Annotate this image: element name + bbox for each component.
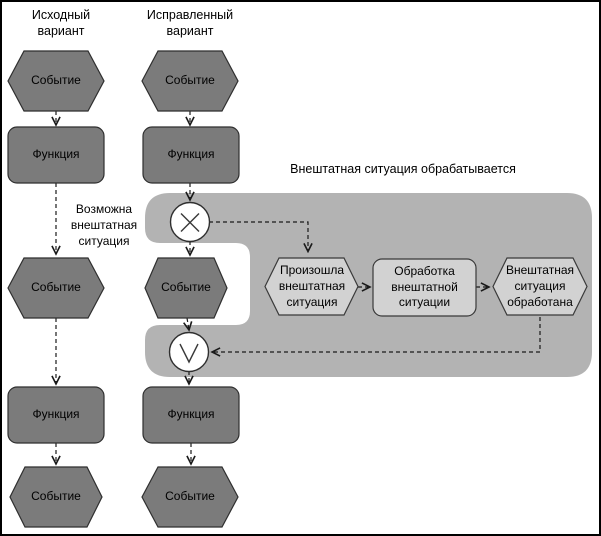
left-event3-label: Событие xyxy=(31,489,81,504)
connector-event2-or xyxy=(187,317,189,330)
left-function1-label: Функция xyxy=(32,147,80,162)
right-function2-box xyxy=(142,386,240,444)
right-function2-label: Функция xyxy=(167,407,215,422)
left-function1-box xyxy=(7,126,105,184)
exception-function-box xyxy=(372,258,477,317)
exception-function-label: Обработка внештатной ситуации xyxy=(391,263,458,310)
left-column-header: Исходный вариант xyxy=(31,7,91,39)
connector-exception-return-or xyxy=(212,317,541,352)
left-annotation-label: Возможна внештатная ситуация xyxy=(70,202,138,248)
exception-event-end-label: Внештатная ситуация обработана xyxy=(506,263,574,309)
right-event3-label: Событие xyxy=(165,489,215,504)
right-function1-box xyxy=(142,126,240,184)
left-event1-hexagon xyxy=(7,50,105,112)
or-gateway-circle xyxy=(168,331,210,373)
connector-xor-exception-event xyxy=(209,221,308,252)
right-column-header: Исправленный вариант xyxy=(146,7,234,39)
or-icon xyxy=(179,343,199,364)
exception-event-end-hexagon xyxy=(492,257,588,316)
left-event2-hexagon xyxy=(7,257,105,319)
left-function2-box xyxy=(7,386,105,444)
left-function2-label: Функция xyxy=(32,407,80,422)
right-function1-label: Функция xyxy=(167,147,215,162)
exception-region-label: Внештатная ситуация обрабатывается xyxy=(290,161,516,176)
right-event2-hexagon xyxy=(144,257,228,319)
right-event2-label: Событие xyxy=(161,280,211,295)
left-event2-label: Событие xyxy=(31,280,81,295)
exception-event-start-hexagon xyxy=(264,257,359,316)
exception-event-start-label: Произошла внештатная ситуация xyxy=(278,263,346,309)
right-event3-hexagon xyxy=(141,466,239,528)
right-event1-hexagon xyxy=(141,50,239,112)
left-event3-hexagon xyxy=(9,466,103,528)
left-event1-label: Событие xyxy=(31,73,81,88)
xor-icon xyxy=(180,213,200,232)
right-event1-label: Событие xyxy=(165,73,215,88)
